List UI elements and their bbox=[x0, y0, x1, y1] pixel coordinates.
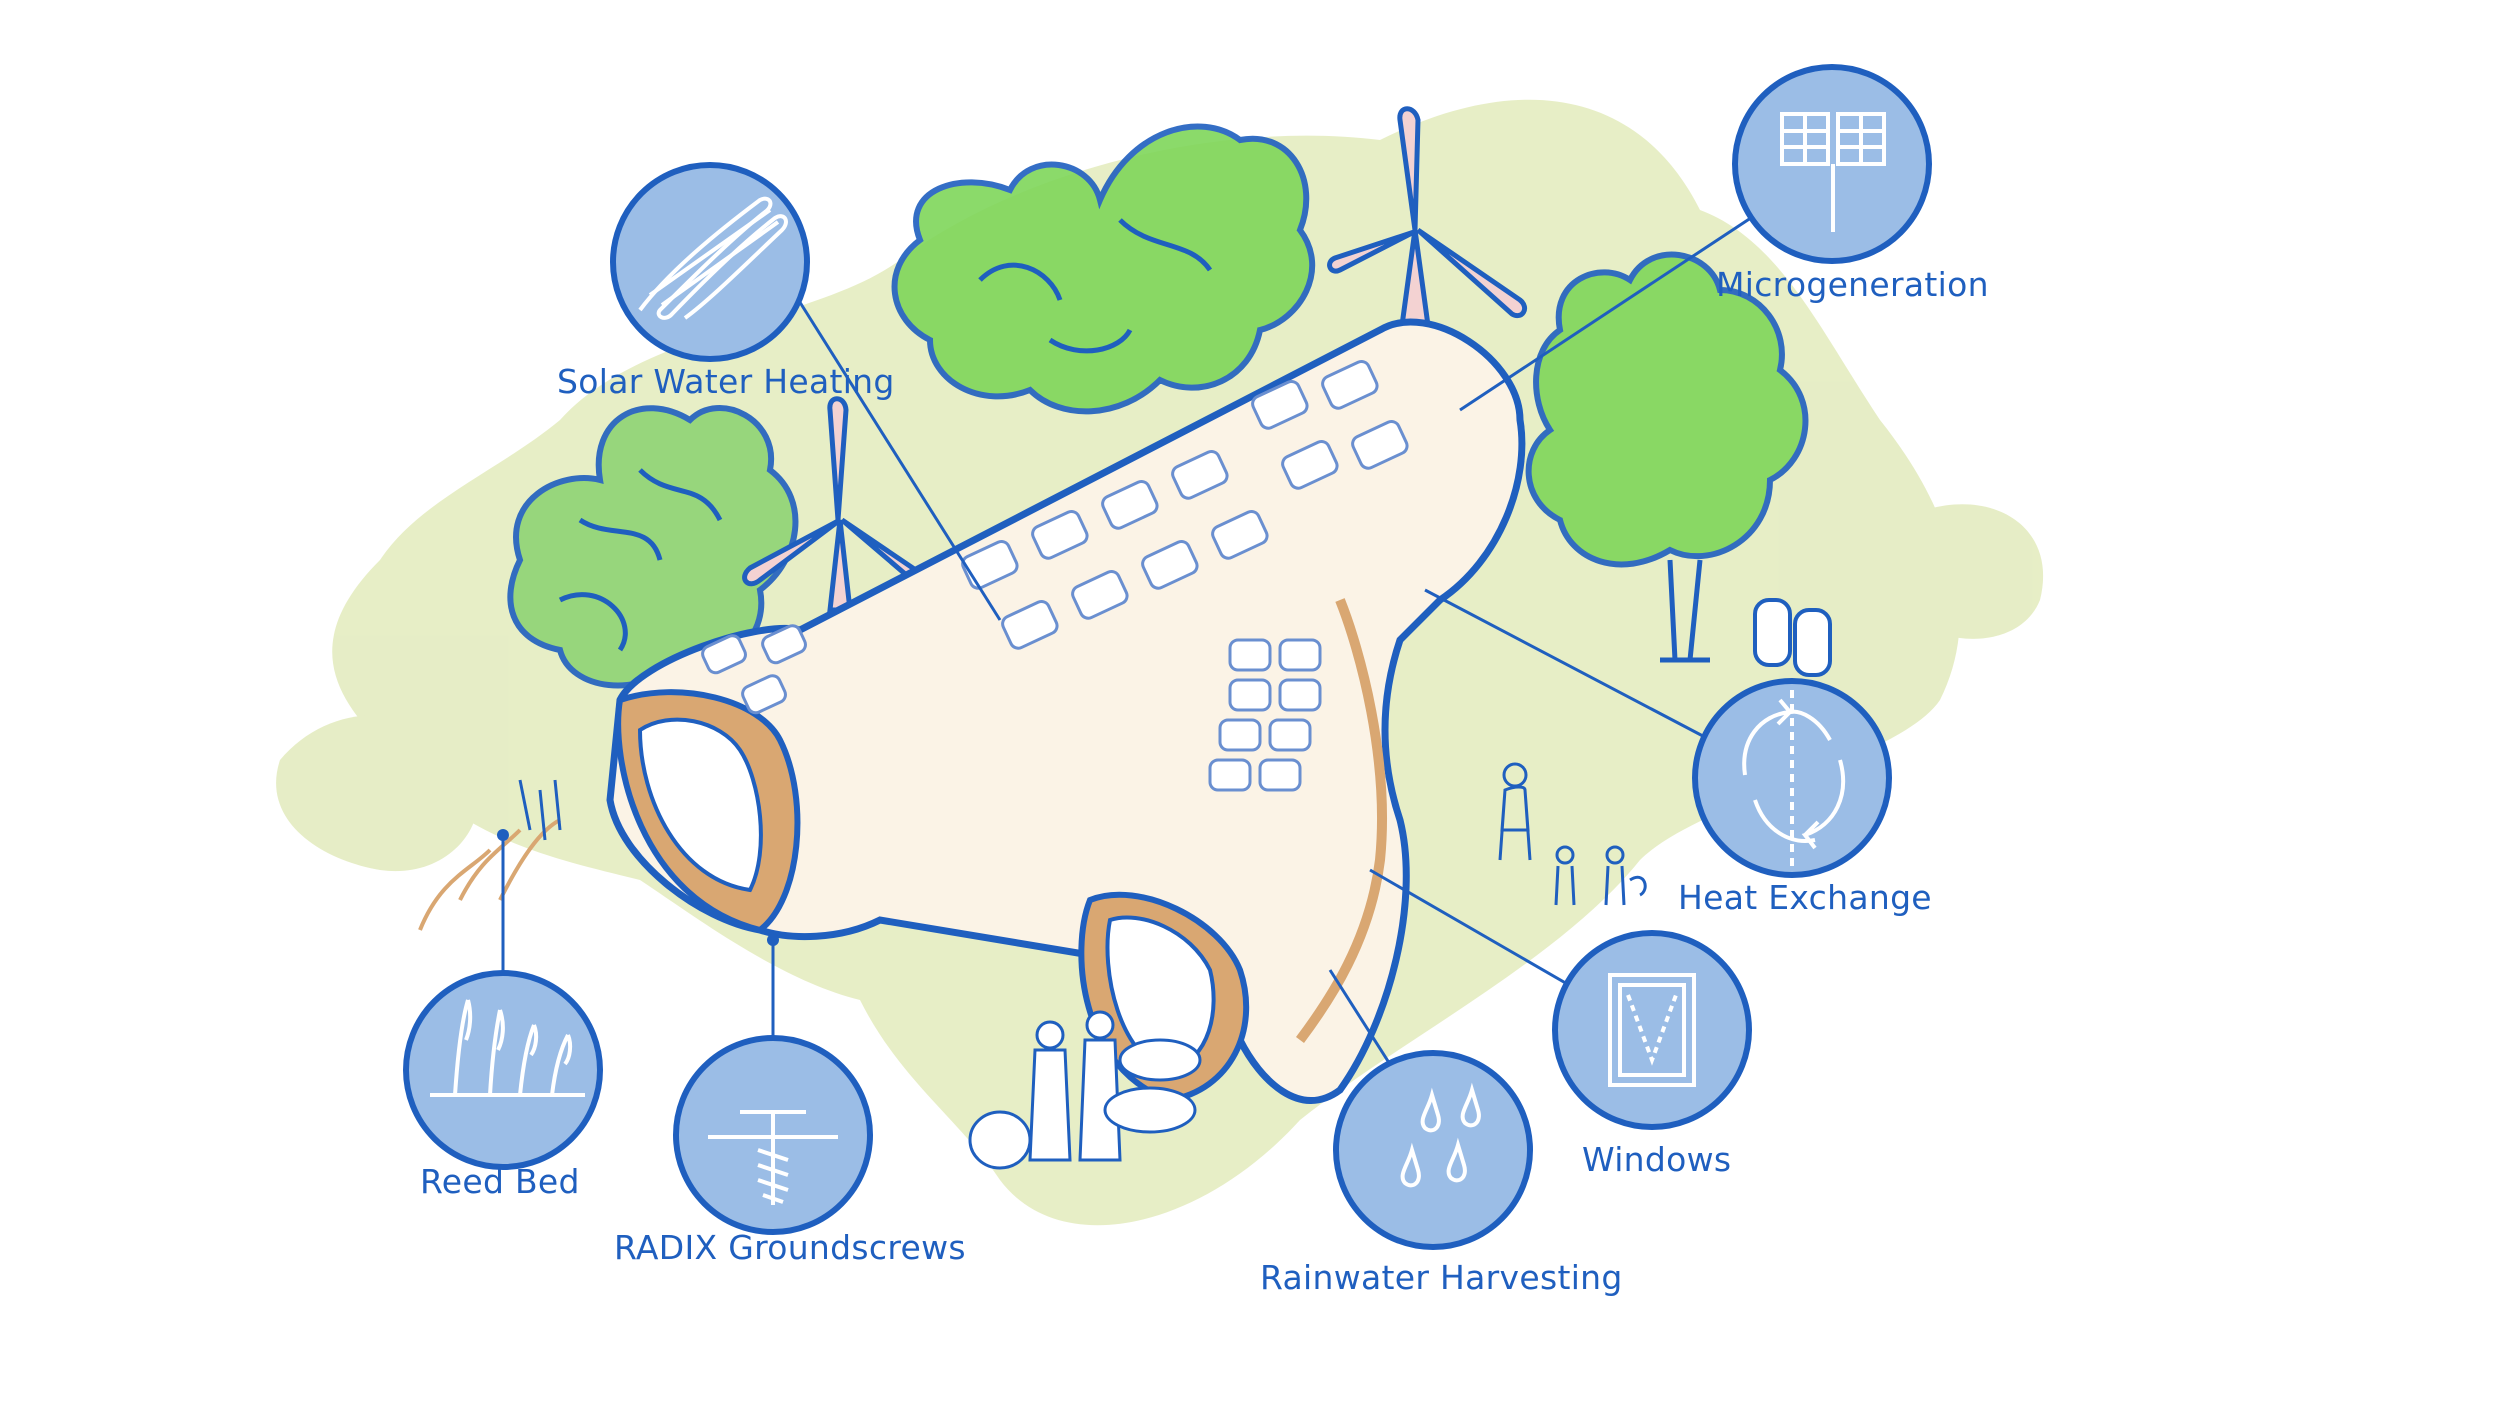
windows-callout bbox=[1552, 930, 1752, 1130]
people-sketch-front bbox=[968, 1010, 1202, 1170]
rainwater-harvesting-label: Rainwater Harvesting bbox=[1260, 1258, 1623, 1297]
solar-water-heating-label: Solar Water Heating bbox=[557, 362, 895, 401]
tree-left bbox=[507, 405, 799, 689]
rainwater-harvesting-callout bbox=[1333, 1050, 1533, 1250]
reeds-icon bbox=[430, 999, 585, 1097]
wind-turbine-right bbox=[1327, 106, 1527, 343]
solar-water-heating-callout bbox=[610, 162, 810, 362]
radix-groundscrews-callout bbox=[673, 1035, 873, 1235]
reed-bed-sketch bbox=[418, 779, 562, 931]
tree-right bbox=[1525, 251, 1832, 677]
heat-exchange-callout bbox=[1692, 678, 1892, 878]
recycle-arrows-icon bbox=[1742, 690, 1846, 866]
solar-collector-coil-icon bbox=[638, 196, 788, 320]
people-sketch-right bbox=[1498, 762, 1647, 906]
radix-groundscrews-label: RADIX Groundscrews bbox=[614, 1228, 966, 1267]
solar-panel-icon bbox=[1780, 112, 1886, 232]
roof-tiles bbox=[701, 360, 1409, 792]
heat-exchange-label: Heat Exchange bbox=[1678, 878, 1932, 917]
windows-label: Windows bbox=[1582, 1140, 1732, 1179]
window-icon bbox=[1608, 973, 1696, 1087]
water-drops-icon bbox=[1400, 1082, 1481, 1188]
eco-house-structure bbox=[606, 318, 1526, 1104]
reed-bed-label: Reed Bed bbox=[420, 1162, 580, 1201]
microgeneration-callout bbox=[1732, 64, 1932, 264]
tree-back bbox=[891, 123, 1316, 415]
groundscrew-icon bbox=[708, 1110, 838, 1205]
reed-bed-callout bbox=[403, 970, 603, 1170]
microgeneration-label: Microgeneration bbox=[1716, 265, 1989, 304]
